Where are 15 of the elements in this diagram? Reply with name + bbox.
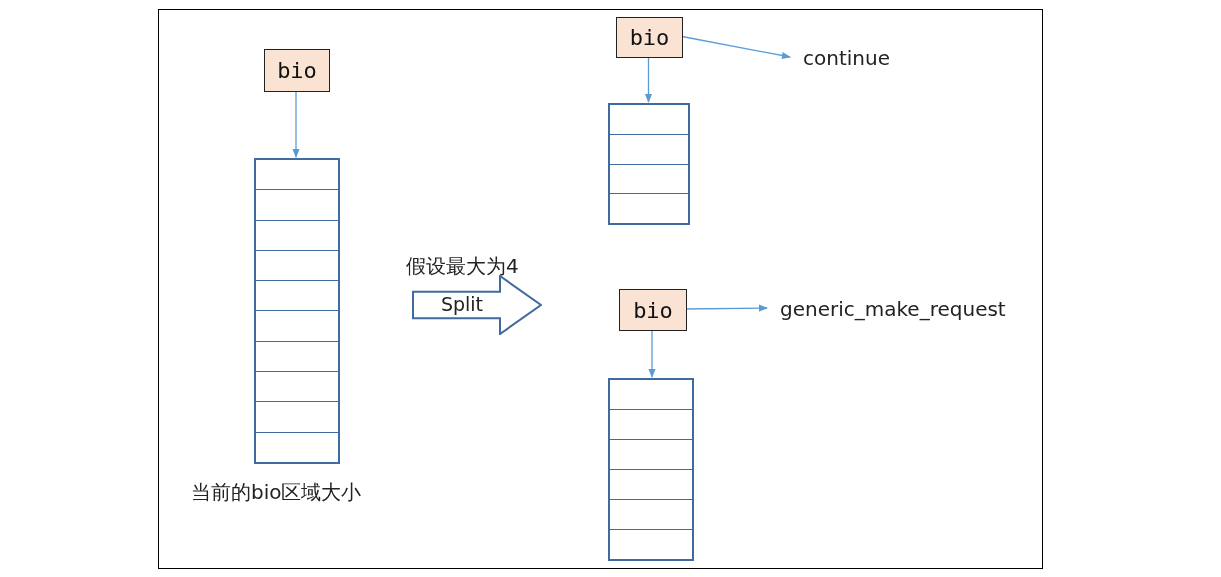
segment-stack — [254, 158, 340, 464]
caption-text: 当前的bio区域大小 — [191, 479, 362, 506]
block-arrow: Split — [412, 275, 542, 335]
arrow — [644, 56, 653, 103]
arrow — [681, 35, 791, 60]
function-label: continue — [791, 41, 911, 75]
function-label: generic_make_request — [768, 292, 1028, 326]
arrow — [292, 90, 300, 158]
process-box: bio — [619, 289, 687, 331]
arrow — [648, 329, 656, 378]
process-box: bio — [264, 49, 330, 92]
process-box: bio — [616, 17, 683, 58]
segment-stack — [608, 378, 694, 561]
segment-stack — [608, 103, 690, 225]
arrow — [685, 304, 768, 312]
